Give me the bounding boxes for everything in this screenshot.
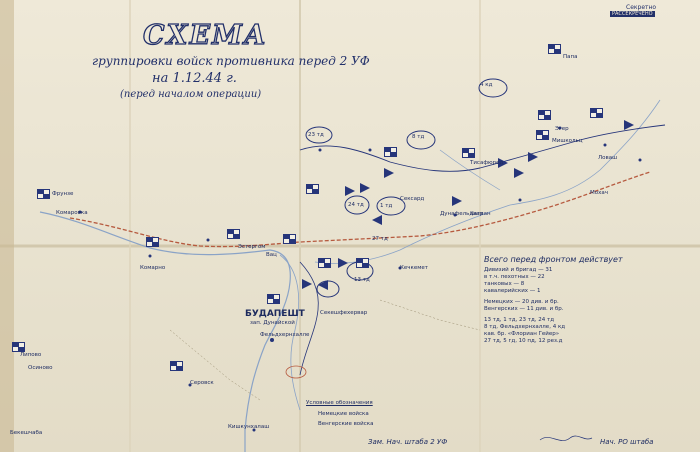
place-hatvan: Хатван [470,211,491,217]
place-label: Сексард [400,196,425,202]
place-miskolc: Мишкольц [552,138,583,144]
place-label: Липово [20,352,42,358]
place-label: Мохач [590,190,608,196]
unit-label: 8 тд [412,134,425,140]
city-budapest: БУДАПЕШТ [245,309,305,319]
place-eger: Эгер [555,126,569,132]
unit-symbol [170,361,183,371]
unit-label: 27 тд [372,236,388,242]
unit-flag [345,186,355,196]
place-label: Тисафюред [470,160,504,166]
signature-title-2: Нач. РО штаба [600,438,654,446]
map-date: на 1.12.44 г. [152,71,237,86]
place-esztergom: Эстергом [238,244,266,250]
summary-row: 13 тд, 1 тд, 23 тд, 24 тд [484,317,555,323]
place-label: Осиново [28,365,53,371]
unit-symbol [283,234,296,244]
legend-hungarian: Венгерские войска [318,421,374,427]
place-kecskemet: Кечкемет [400,265,428,271]
place-label: Комаровка [56,210,88,216]
unit-symbol [356,258,369,268]
unit-flag [318,280,328,290]
place-label: Ловаш [598,155,618,161]
unit-label: 4 кд [480,82,493,88]
unit-flag [498,158,508,168]
unit-label: Фельдхернхалле [260,332,310,338]
unit-flag [384,168,394,178]
place-vac: Вац [266,252,277,258]
place-label: Фрунзе [52,191,74,197]
city-budapest-sub: зап. Дунайской [250,320,295,326]
place-label: Секешфехервар [320,310,368,316]
unit-label: 23 тд [308,132,324,138]
unit-flag [302,279,312,289]
summary-row: Венгерских — 11 див. и бр. [484,306,564,312]
unit-symbol [384,147,397,157]
map-subtitle: группировки войск противника перед 2 УФ [92,54,370,68]
place-label: Папа [563,54,578,60]
unit-label: 24 тд [348,202,364,208]
summary-row: 27 тд, 5 гд, 10 пд, 12 рез.д [484,338,563,344]
declassified-stamp: РАССЕКРЕЧЕНО [610,11,655,17]
unit-symbol [12,342,25,352]
summary-row: 8 тд, Фельдхернхалле, 4 кд [484,324,566,330]
unit-symbol [146,237,159,247]
secret-stamp: Секретно [626,4,657,11]
summary-row: кав. бр. «Флориан Гейер» [484,331,560,337]
summary-row: Дивизий и бригад — 31 [484,267,553,273]
place-label: Дунафельдвар [440,211,484,217]
unit-symbol [590,108,603,118]
legend-title: Условные обозначения [306,400,373,406]
unit-flag [624,120,634,130]
unit-flag [514,168,524,178]
unit-flag [452,196,462,206]
place-komarno: Комарно [140,265,166,271]
summary-row: Немецких — 20 див. и бр. [484,299,559,305]
unit-symbol [267,294,280,304]
map-note: (перед началом операции) [120,89,262,100]
place-label: Бекешчаба [10,430,43,436]
summary-row: танковых — 8 [484,281,525,287]
unit-symbol [306,184,319,194]
unit-flag [528,152,538,162]
unit-symbol [538,110,551,120]
signature-title: Зам. Нач. штаба 2 УФ [368,438,448,446]
unit-label: 13 тд [354,277,370,283]
summary-row: кавалерийских — 1 [484,288,541,294]
unit-label: 1 тд [380,203,393,209]
place-label: Серовск [190,380,214,386]
unit-symbol [318,258,331,268]
unit-symbol [462,148,475,158]
unit-symbol [548,44,561,54]
legend-german: Немецкие войска [318,411,369,417]
unit-symbol [37,189,50,199]
summary-header: Всего перед фронтом действует [484,255,623,264]
summary-box: Всего перед фронтом действует Дивизий и … [484,255,684,345]
summary-row: в т.ч. пехотных — 22 [484,274,545,280]
unit-flag [338,258,348,268]
place-kishkunhalas: Кишкунхалаш [228,424,270,430]
unit-symbol [227,229,240,239]
map-title: СХЕМА [142,19,268,51]
unit-flag [360,183,370,193]
unit-symbol [536,130,549,140]
unit-flag [372,215,382,225]
